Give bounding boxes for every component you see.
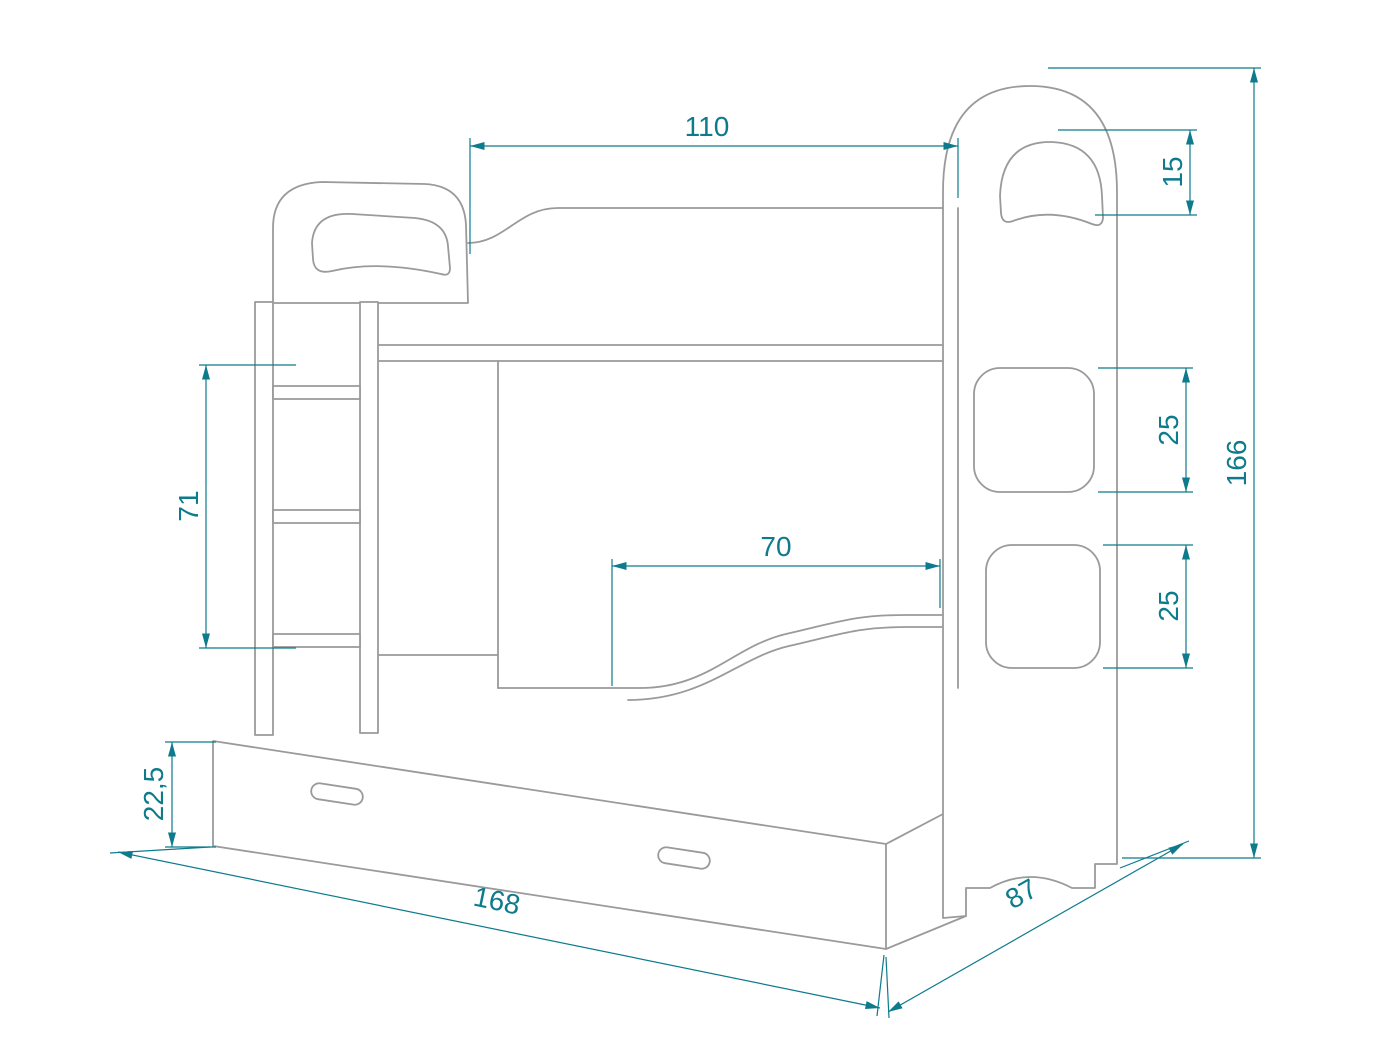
- ladder-rung-bottom: [272, 633, 361, 648]
- dim-225-label: 22,5: [138, 767, 169, 822]
- dim-drawer-height: 22,5: [138, 741, 216, 848]
- drawer-handle-left: [310, 782, 364, 806]
- ladder-rung-top: [272, 385, 361, 400]
- dim-70-label: 70: [760, 531, 791, 562]
- bottom-bunk-rail-wave-top: [639, 614, 944, 689]
- dim-168-line: [117, 850, 881, 1010]
- right-panel-middle-cutout: [973, 367, 1095, 493]
- ladder-left-rail: [254, 301, 274, 736]
- right-panel-bottom-cutout: [985, 544, 1101, 669]
- dim-168-ext-left: [109, 846, 211, 854]
- dim-87-ext-left: [885, 956, 890, 1019]
- dim-15-label: 15: [1157, 156, 1188, 187]
- right-side-panel: [942, 85, 1118, 919]
- headboard: [272, 181, 469, 304]
- bottom-bunk-rail-wave-bottom: [627, 626, 944, 701]
- dim-87-line: [887, 843, 1184, 1013]
- dim-ladder-section-height: 71: [173, 364, 296, 649]
- drawer-front-panel: [212, 740, 887, 950]
- top-bunk-rail-wave: [467, 207, 944, 244]
- ladder-rung-middle: [272, 509, 361, 524]
- dim-168-ext-right: [876, 954, 885, 1017]
- drawer-handle-left-shape: [310, 782, 364, 806]
- ladder: [254, 301, 379, 736]
- headboard-cutout: [311, 213, 451, 276]
- drawer-depth-edge-bottom: [885, 915, 967, 950]
- dim-25b-label: 25: [1153, 590, 1184, 621]
- dim-25a-label: 25: [1153, 414, 1184, 445]
- dim-middle-cutout-height: 25: [1098, 367, 1193, 493]
- right-panel-outline: [942, 85, 1118, 919]
- drawer-depth-edge-top: [885, 813, 944, 845]
- right-panel-top-cutout: [999, 141, 1104, 227]
- trundle-drawer: [212, 740, 967, 950]
- dim-lower-cutout-height: 25: [1103, 544, 1193, 669]
- dim-71-label: 71: [173, 490, 204, 521]
- dim-166-label: 166: [1221, 440, 1252, 487]
- dim-headboard-cutout-height: 15: [1058, 129, 1197, 216]
- dim-bottom-bed-opening: 70: [611, 531, 941, 686]
- dimension-annotations: 110 15 166 25 25: [109, 67, 1261, 1019]
- ladder-right-rail: [359, 301, 379, 734]
- dim-top-bed-length: 110: [469, 111, 959, 254]
- dim-87-ext-right: [1119, 840, 1190, 869]
- headboard-outline: [272, 181, 469, 304]
- dim-110-label: 110: [685, 111, 730, 142]
- bed-structure: [212, 85, 1118, 950]
